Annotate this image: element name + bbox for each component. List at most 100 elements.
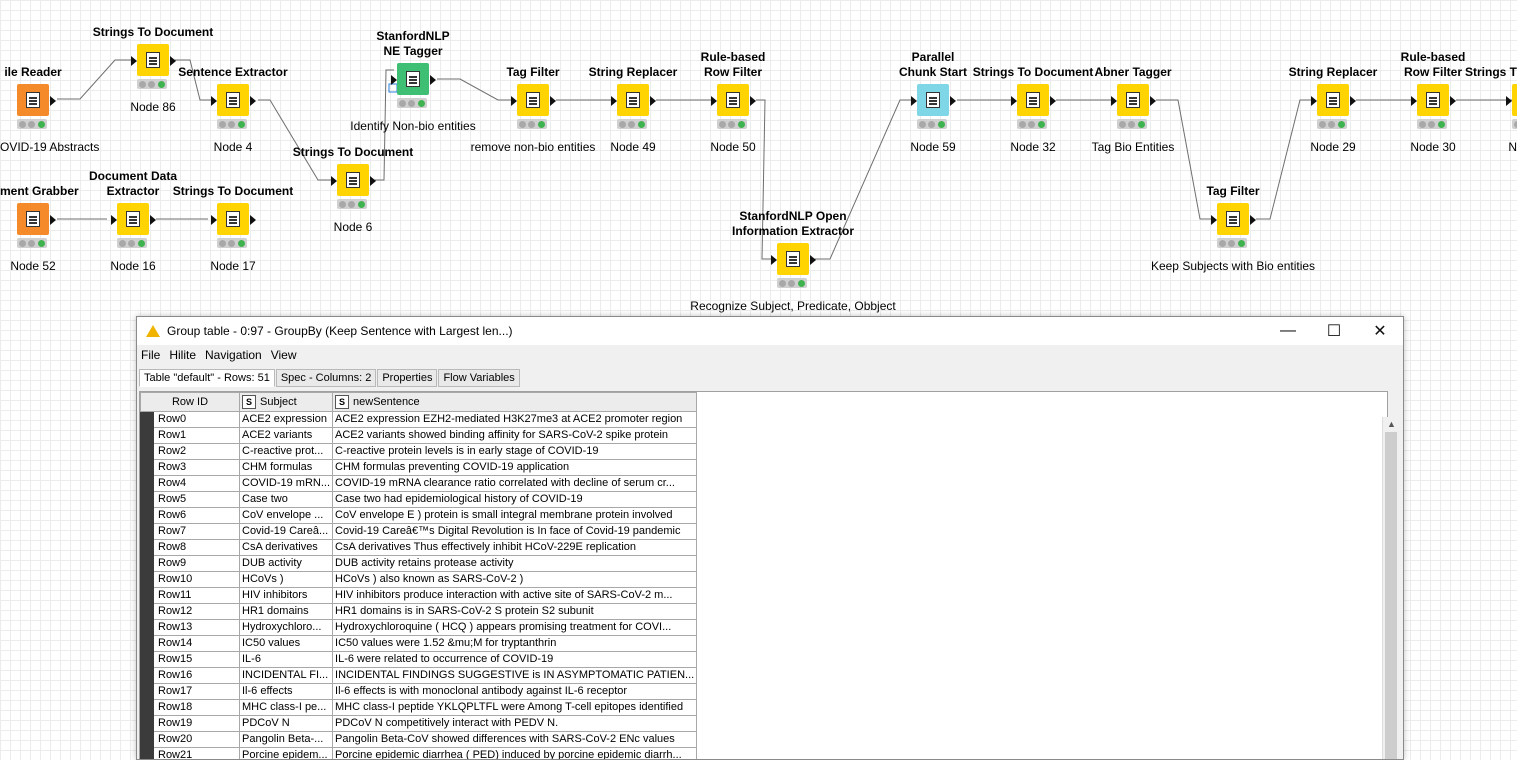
output-port[interactable] xyxy=(170,56,176,66)
node-string-replacer-29[interactable] xyxy=(1317,84,1349,116)
output-port[interactable] xyxy=(810,255,816,265)
subject-cell[interactable]: ACE2 expression xyxy=(240,412,333,428)
row-selection-marker[interactable] xyxy=(141,572,154,588)
newsentence-cell[interactable]: Case two had epidemiological history of … xyxy=(333,492,697,508)
row-selection-marker[interactable] xyxy=(141,620,154,636)
menu-navigation[interactable]: Navigation xyxy=(205,348,262,362)
vertical-scrollbar[interactable]: ▲ xyxy=(1382,417,1400,759)
row-selection-marker[interactable] xyxy=(141,476,154,492)
subject-cell[interactable]: HIV inhibitors xyxy=(240,588,333,604)
node-strings-to-document-17[interactable] xyxy=(217,203,249,235)
row-selection-marker[interactable] xyxy=(141,684,154,700)
newsentence-cell[interactable]: HCoVs ) also known as SARS-CoV-2 ) xyxy=(333,572,697,588)
row-id-cell[interactable]: Row6 xyxy=(154,508,240,524)
node-file-reader[interactable] xyxy=(17,84,49,116)
row-selection-marker[interactable] xyxy=(141,716,154,732)
input-port[interactable] xyxy=(1411,96,1417,106)
output-port[interactable] xyxy=(1450,96,1456,106)
node-document-grabber[interactable] xyxy=(17,203,49,235)
tab-properties[interactable]: Properties xyxy=(377,369,437,387)
output-port[interactable] xyxy=(150,215,156,225)
subject-cell[interactable]: Porcine epidem... xyxy=(240,748,333,760)
row-selection-marker[interactable] xyxy=(141,556,154,572)
node-rule-based-row-filter-50[interactable] xyxy=(717,84,749,116)
node-stanfordnlp-open-ie[interactable] xyxy=(777,243,809,275)
subject-cell[interactable]: INCIDENTAL FI... xyxy=(240,668,333,684)
row-selection-marker[interactable] xyxy=(141,412,154,428)
row-id-cell[interactable]: Row17 xyxy=(154,684,240,700)
row-id-cell[interactable]: Row1 xyxy=(154,428,240,444)
output-port[interactable] xyxy=(750,96,756,106)
newsentence-cell[interactable]: DUB activity retains protease activity xyxy=(333,556,697,572)
row-selection-marker[interactable] xyxy=(141,636,154,652)
row-selection-marker[interactable] xyxy=(141,540,154,556)
row-selection-marker[interactable] xyxy=(141,460,154,476)
window-titlebar[interactable]: Group table - 0:97 - GroupBy (Keep Sente… xyxy=(137,317,1403,345)
input-port[interactable] xyxy=(1506,96,1512,106)
newsentence-cell[interactable]: INCIDENTAL FINDINGS SUGGESTIVE is IN ASY… xyxy=(333,668,697,684)
newsentence-cell[interactable]: Hydroxychloroquine ( HCQ ) appears promi… xyxy=(333,620,697,636)
newsentence-cell[interactable]: COVID-19 mRNA clearance ratio correlated… xyxy=(333,476,697,492)
input-port[interactable] xyxy=(1011,96,1017,106)
newsentence-cell[interactable]: IL-6 were related to occurrence of COVID… xyxy=(333,652,697,668)
output-port[interactable] xyxy=(550,96,556,106)
row-selection-marker[interactable] xyxy=(141,524,154,540)
subject-cell[interactable]: COVID-19 mRN... xyxy=(240,476,333,492)
input-port[interactable] xyxy=(911,96,917,106)
newsentence-cell[interactable]: Pangolin Beta-CoV showed differences wit… xyxy=(333,732,697,748)
newsentence-cell[interactable]: Il-6 effects is with monoclonal antibody… xyxy=(333,684,697,700)
close-button[interactable]: ✕ xyxy=(1357,317,1403,345)
input-port[interactable] xyxy=(131,56,137,66)
input-port[interactable] xyxy=(211,215,217,225)
subject-cell[interactable]: HCoVs ) xyxy=(240,572,333,588)
row-id-cell[interactable]: Row20 xyxy=(154,732,240,748)
row-id-cell[interactable]: Row10 xyxy=(154,572,240,588)
subject-cell[interactable]: MHC class-I pe... xyxy=(240,700,333,716)
column-header-rowid[interactable]: Row ID xyxy=(141,393,240,412)
scrollbar-thumb[interactable] xyxy=(1385,432,1397,760)
input-port[interactable] xyxy=(331,176,337,186)
row-id-cell[interactable]: Row5 xyxy=(154,492,240,508)
row-selection-marker[interactable] xyxy=(141,588,154,604)
input-port[interactable] xyxy=(1311,96,1317,106)
row-selection-marker[interactable] xyxy=(141,700,154,716)
row-id-cell[interactable]: Row16 xyxy=(154,668,240,684)
node-string-replacer-49[interactable] xyxy=(617,84,649,116)
input-port[interactable] xyxy=(1211,215,1217,225)
newsentence-cell[interactable]: CoV envelope E ) protein is small integr… xyxy=(333,508,697,524)
maximize-button[interactable]: ☐ xyxy=(1311,317,1357,345)
row-id-cell[interactable]: Row7 xyxy=(154,524,240,540)
tab-spec[interactable]: Spec - Columns: 2 xyxy=(276,369,376,387)
row-id-cell[interactable]: Row3 xyxy=(154,460,240,476)
group-table-window[interactable]: Group table - 0:97 - GroupBy (Keep Sente… xyxy=(136,316,1404,760)
menu-view[interactable]: View xyxy=(271,348,297,362)
row-id-cell[interactable]: Row8 xyxy=(154,540,240,556)
node-strings-to-document-86[interactable] xyxy=(137,44,169,76)
subject-cell[interactable]: CoV envelope ... xyxy=(240,508,333,524)
node-tag-filter-1[interactable] xyxy=(517,84,549,116)
newsentence-cell[interactable]: PDCoV N competitively interact with PEDV… xyxy=(333,716,697,732)
input-port[interactable] xyxy=(511,96,517,106)
output-port[interactable] xyxy=(650,96,656,106)
input-port[interactable] xyxy=(1111,96,1117,106)
scroll-up-icon[interactable]: ▲ xyxy=(1383,417,1400,431)
row-id-cell[interactable]: Row13 xyxy=(154,620,240,636)
node-abner-tagger[interactable] xyxy=(1117,84,1149,116)
row-id-cell[interactable]: Row9 xyxy=(154,556,240,572)
row-id-cell[interactable]: Row2 xyxy=(154,444,240,460)
row-id-cell[interactable]: Row11 xyxy=(154,588,240,604)
node-parallel-chunk-start[interactable] xyxy=(917,84,949,116)
node-tag-filter-2[interactable] xyxy=(1217,203,1249,235)
output-port[interactable] xyxy=(50,96,56,106)
node-strings-to-document-6[interactable] xyxy=(337,164,369,196)
